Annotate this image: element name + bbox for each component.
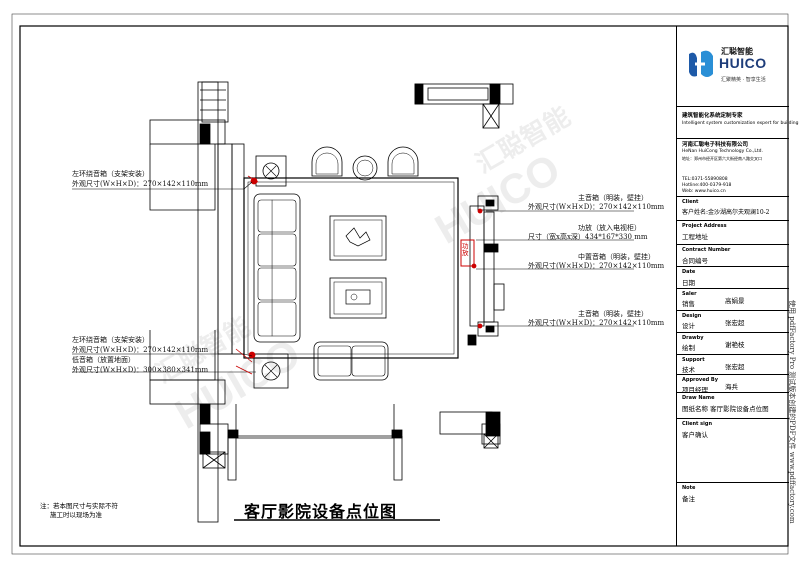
note-cn: 备注	[682, 495, 695, 503]
drawby-cn: 绘制	[682, 344, 695, 352]
armchair-left	[311, 146, 343, 177]
company-en: HeNan HuiCong Technology Co.,Ltd.	[682, 149, 763, 154]
brand-logo: 汇聪智能 HUICO 汇聚精英 · 智享生活	[685, 46, 781, 90]
note-line-2: 施工时以现场为准	[50, 511, 102, 519]
huico-logo-icon	[689, 50, 713, 77]
support-cn: 技术	[682, 366, 695, 374]
legend-0-size: 外观尺寸(W×H×D)：270×142×110mm	[72, 180, 209, 188]
drawname-label: Draw Name	[682, 395, 715, 401]
outer-border	[11, 13, 789, 555]
legend-4-size: 尺寸（宽x高x深）434*167*330 mm	[528, 233, 648, 241]
legend-6-size: 外观尺寸(W×H×D)：270×142×110mm	[528, 319, 665, 327]
drawing-note: 注：若本图尺寸与实际不符 施工时以现场为准	[40, 502, 118, 520]
date-label: Date	[682, 269, 696, 275]
amp-label: 功放	[462, 242, 469, 257]
brand-slogan: 汇聚精英 · 智享生活	[721, 77, 766, 83]
design-value: 张宏超	[725, 319, 745, 327]
legend-0-name: 左环绕音箱（支架安装）	[72, 170, 149, 178]
drawby-label: Drawby	[682, 335, 704, 341]
round-table	[352, 155, 378, 181]
surround-speaker-top	[255, 155, 287, 187]
legend-2-name: 低音箱（放置地面）	[72, 356, 135, 364]
contract-label: Contract Number	[682, 247, 731, 253]
date-cn: 日期	[682, 279, 695, 287]
side-watermark: 使用 pdfFactory Pro 测试版本创建的PDF文件 www.pdffa…	[788, 300, 798, 540]
sales-cn: 销售	[682, 300, 695, 308]
legend-2-size: 外观尺寸(W×H×D)：300×380×341mm	[72, 366, 209, 374]
approved-label: Approved By	[682, 377, 718, 383]
legend-1-size: 外观尺寸(W×H×D)：270×142×110mm	[72, 346, 209, 354]
title-block: 汇聪智能 HUICO 汇聚精英 · 智享生活 建筑智能化系统定制专家 Intel…	[676, 26, 799, 546]
design-label: Design	[682, 313, 702, 319]
approved-value: 海兵	[725, 383, 738, 391]
inner-border	[19, 25, 789, 547]
approved-cn: 项目经理	[682, 386, 708, 394]
left-column-top	[199, 123, 211, 145]
amplifier-marker	[460, 239, 475, 267]
legend-1-name: 左环绕音箱（支架安装）	[72, 336, 149, 344]
client-sign-cn: 客户确认	[682, 431, 708, 439]
tagline-en: Intelligent system customization expert …	[682, 121, 799, 126]
design-cn: 设计	[682, 322, 695, 330]
legend-4-name: 功放（放入电视柜）	[578, 224, 641, 232]
coffee-table-1	[329, 215, 387, 261]
project-address-cn: 工程地址	[682, 233, 708, 241]
note-label: Note	[682, 485, 696, 491]
legend-3-size: 外观尺寸(W×H×D)：270×142×110mm	[528, 203, 665, 211]
support-value: 张宏超	[725, 363, 745, 371]
brand-word: HUICO	[719, 55, 767, 71]
company-address: 地址：郑州市经开区第六大街经南八路交叉口	[682, 156, 762, 161]
armchair-right	[387, 146, 419, 177]
legend-6-name: 主音箱（明装，壁挂）	[578, 310, 648, 318]
support-label: Support	[682, 357, 705, 363]
drawname-value: 图纸名称 客厅影院设备点位图	[682, 405, 769, 413]
brand-name: 汇聪智能	[721, 47, 753, 56]
company-cn: 河南汇聪电子科技有限公司	[682, 142, 749, 148]
company-web: Web: www.huico.cn	[682, 189, 726, 194]
drawing-title: 客厅影院设备点位图	[244, 502, 398, 521]
company-hotline: Hotline:400-0379-918	[682, 183, 732, 188]
sofa	[253, 193, 301, 343]
tagline-cn: 建筑智能化系统定制专家	[682, 113, 743, 119]
side-watermark-text: 使用 pdfFactory Pro 测试版本创建的PDF文件 www.pdffa…	[788, 300, 796, 524]
client-sign-label: Client sign	[682, 421, 713, 427]
coffee-table-2	[329, 277, 387, 319]
sales-value: 高娟景	[725, 297, 745, 305]
client-label: Client	[682, 199, 699, 205]
project-address-label: Project Address	[682, 223, 727, 229]
drawby-value: 谢艳枝	[725, 341, 745, 349]
surround-speaker-bottom	[253, 353, 289, 389]
company-tel: TEL:0371-55890808	[682, 177, 728, 182]
loveseat	[313, 341, 389, 381]
sales-label: Saler	[682, 291, 697, 297]
legend-5-size: 外观尺寸(W×H×D)：270×142×110mm	[528, 262, 665, 270]
note-line-1: 注：若本图尺寸与实际不符	[40, 502, 118, 510]
legend-3-name: 主音箱（明装，壁挂）	[578, 194, 648, 202]
contract-cn: 合同编号	[682, 257, 708, 265]
legend-5-name: 中置音箱（明装，壁挂）	[578, 253, 655, 261]
client-value: 客户姓名:金沙湖高尔夫观澜10-2	[682, 209, 770, 216]
